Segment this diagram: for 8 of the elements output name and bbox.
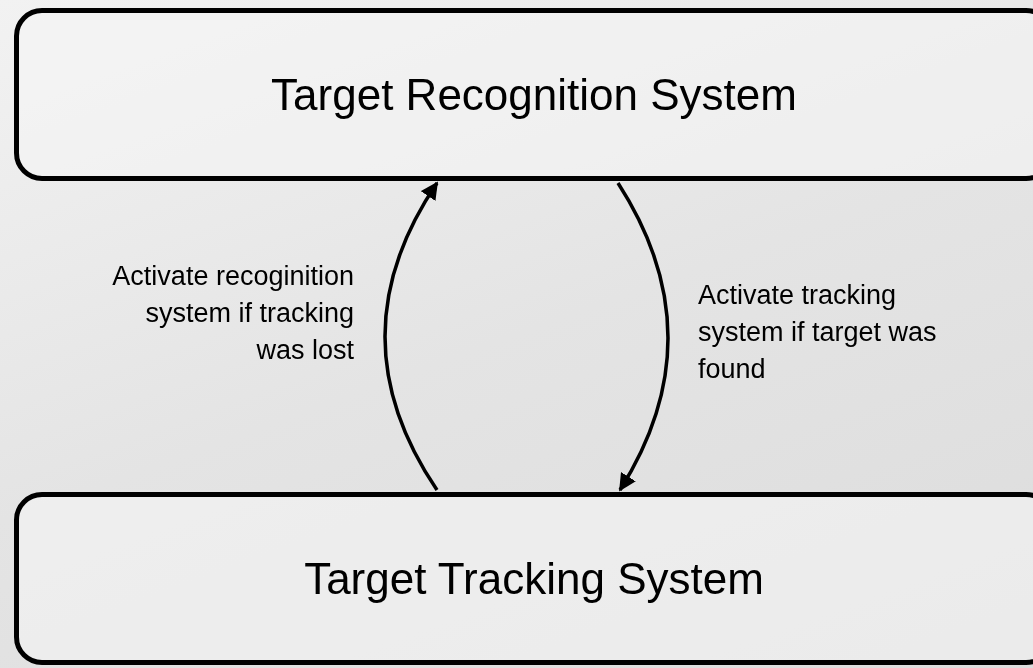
- box-title: Target Recognition System: [271, 69, 797, 120]
- system-box: [14, 8, 1033, 181]
- system-box: [14, 492, 1033, 665]
- curved-arrow: [616, 182, 670, 492]
- box-title: Target Tracking System: [304, 553, 764, 604]
- edge-label: Activate tracking system if target was found: [698, 279, 938, 386]
- curved-arrow: [383, 181, 439, 491]
- edge-label: Activate recoginition system if tracking was lost: [111, 260, 354, 367]
